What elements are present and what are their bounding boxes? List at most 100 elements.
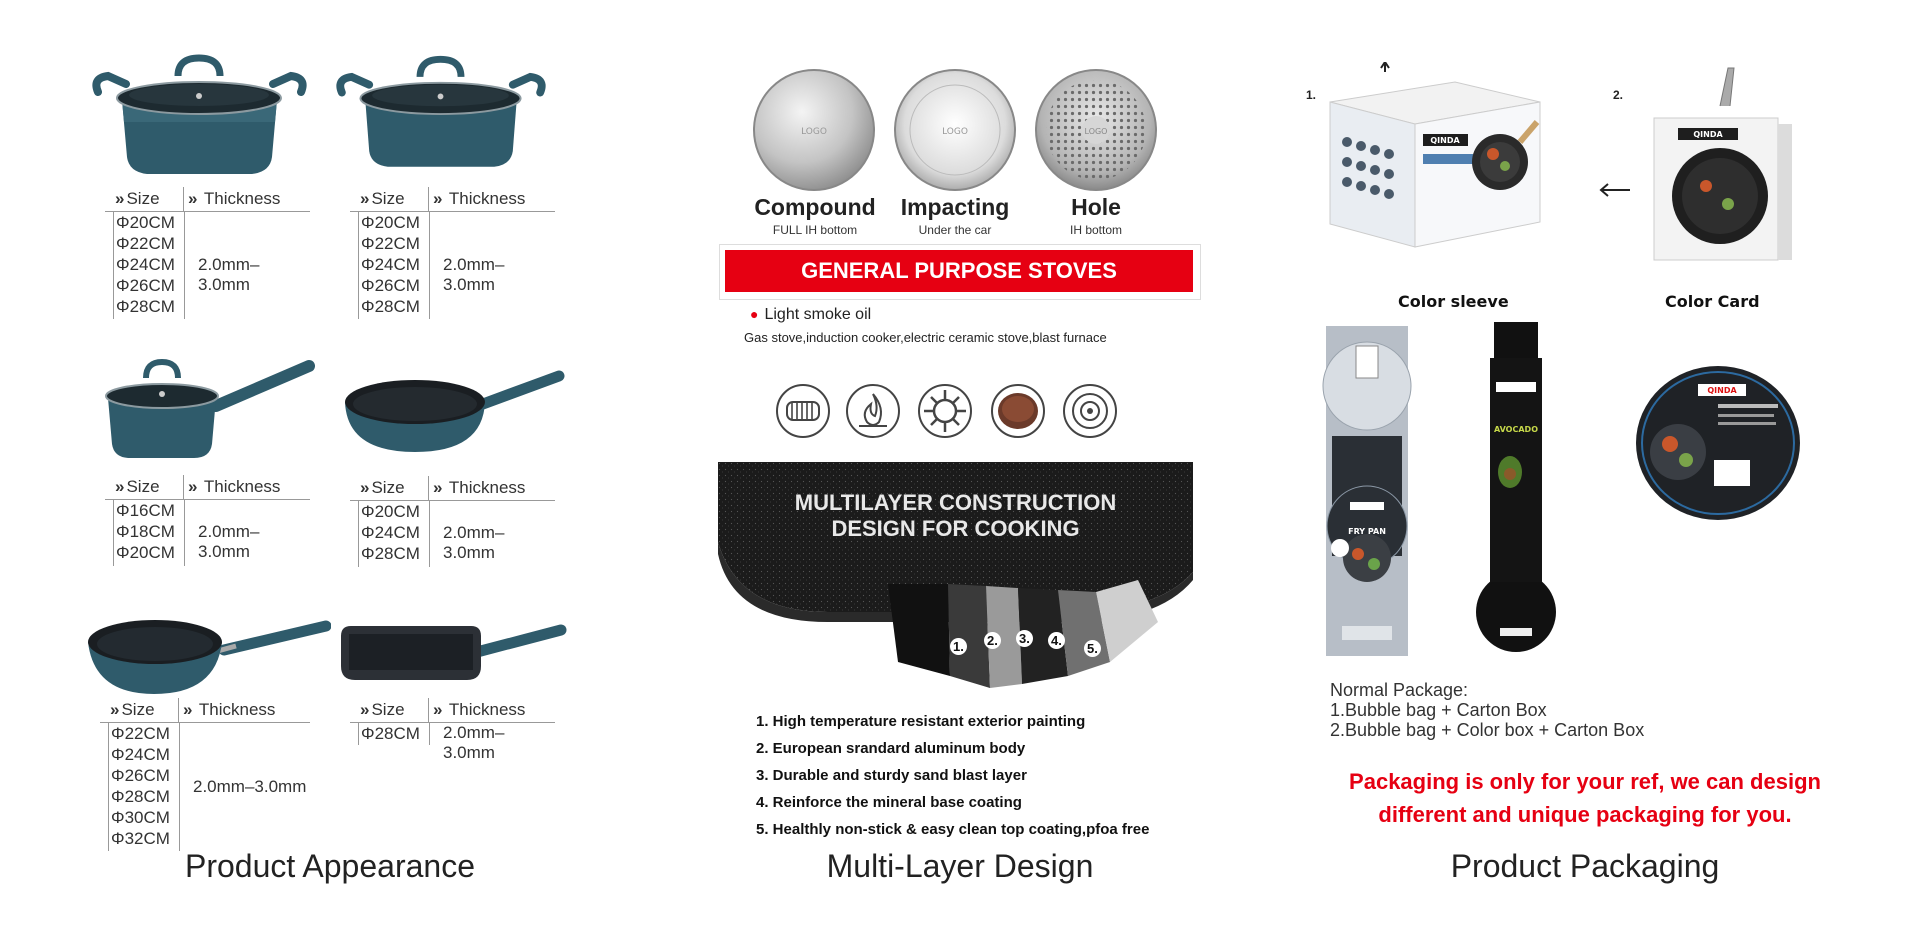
construction-title: MULTILAYER CONSTRUCTION <box>794 490 1117 515</box>
disc-subtitle: Under the car <box>918 223 992 237</box>
disc-title: Impacting <box>900 194 1010 220</box>
stove-icons-row <box>776 384 1117 438</box>
color-card-round-image: QINDA <box>1636 366 1800 520</box>
brand-logo: QINDA <box>1430 136 1460 145</box>
size-value: Φ26CM <box>361 276 420 295</box>
feature-item: 4. Reinforce the mineral base coating <box>756 794 1022 811</box>
thickness-value: 2.0mm–3.0mm <box>198 255 260 294</box>
size-value: Φ24CM <box>111 745 170 764</box>
size-value: Φ24CM <box>361 255 420 274</box>
normal-package-option: 2.Bubble bag + Color box + Carton Box <box>1330 720 1645 740</box>
feature-item: 2. European srandard aluminum body <box>756 740 1026 757</box>
arrow-left-icon <box>1599 183 1630 197</box>
stoves-line: Gas stove,induction cooker,electric cera… <box>744 330 1107 345</box>
bullet-dot-icon: ● <box>750 306 759 322</box>
disc-label: Impacting Under the car <box>885 194 1025 237</box>
bullet-text: Light smoke oil <box>764 306 872 323</box>
size-value: Φ22CM <box>116 234 175 253</box>
brand-logo: QINDA <box>1693 130 1723 139</box>
thickness-header: Thickness <box>448 478 526 497</box>
color-sleeve-label: Color sleeve <box>1398 292 1509 311</box>
layer-number: 3. <box>1016 630 1033 647</box>
grill-pan-image <box>341 624 567 680</box>
size-value: Φ24CM <box>116 255 175 274</box>
size-value: Φ18CM <box>116 522 175 541</box>
size-header: Size <box>371 700 405 719</box>
color-sleeve-box-image: QINDA <box>1329 62 1541 248</box>
spec-table: »Size » Thickness Φ22CM Φ24CM Φ26CM Φ28C… <box>100 698 310 851</box>
disc-logo: LOGO <box>801 127 827 137</box>
thickness-value: 2.0mm–3.0mm <box>193 777 307 796</box>
size-value: Φ22CM <box>111 724 170 743</box>
thickness-value: 2.0mm–3.0mm <box>443 255 505 294</box>
spec-table: »Size » Thickness Φ20CM Φ24CM Φ28CM 2.0m… <box>350 476 555 567</box>
size-value: Φ28CM <box>361 544 420 563</box>
size-value: Φ20CM <box>116 543 175 562</box>
general-purpose-banner: GENERAL PURPOSE STOVES <box>725 250 1193 292</box>
avocado-sleeve-image: AVOCADO <box>1476 322 1556 652</box>
section-caption: Product Appearance <box>185 848 475 884</box>
saucepan-image <box>105 358 315 458</box>
disc-label: Compound FULL IH bottom <box>745 194 885 237</box>
disc-title: Hole <box>1071 194 1121 220</box>
thickness-header: Thickness <box>448 189 526 208</box>
thickness-value: 2.0mm–3.0mm <box>443 723 505 762</box>
feature-item: 1. High temperature resistant exterior p… <box>756 713 1086 730</box>
gas-burner-icon <box>918 384 972 438</box>
packaging-note-line: different and unique packaging for you. <box>1378 802 1792 827</box>
size-value: Φ32CM <box>111 829 170 848</box>
size-value: Φ26CM <box>111 766 170 785</box>
normal-package-info: Normal Package: 1.Bubble bag + Carton Bo… <box>1330 680 1644 740</box>
section-caption: Product Packaging <box>1450 848 1720 884</box>
size-value: Φ22CM <box>361 234 420 253</box>
color-card-image: QINDA <box>1653 67 1792 261</box>
size-value: Φ28CM <box>111 787 170 806</box>
option-number: 1. <box>1306 88 1317 102</box>
bullet-line: ● Light smoke oil <box>750 306 871 324</box>
banner-frame <box>719 244 1201 300</box>
section-caption: Multi-Layer Design <box>826 848 1094 884</box>
thickness-value: 2.0mm–3.0mm <box>198 522 260 561</box>
size-value: Φ28CM <box>361 724 420 743</box>
normal-package-title: Normal Package: <box>1330 680 1469 700</box>
thickness-value: 2.0mm–3.0mm <box>443 523 505 562</box>
size-value: Φ20CM <box>361 213 420 232</box>
saute-pan-image <box>345 370 565 452</box>
disc-subtitle: FULL IH bottom <box>772 223 858 237</box>
feature-item: 3. Durable and sturdy sand blast layer <box>756 767 1027 784</box>
spec-table: »Size » Thickness Φ16CM Φ18CM Φ20CM 2.0m… <box>105 475 310 566</box>
spec-table: »Size » Thickness Φ20CM Φ22CM Φ24CM Φ26C… <box>350 187 555 319</box>
sleeve-title: AVOCADO <box>1494 425 1538 434</box>
feature-list: 1. High temperature resistant exterior p… <box>756 708 1149 843</box>
layer-number: 5. <box>1084 640 1101 657</box>
size-value: Φ26CM <box>116 276 175 295</box>
disc-logo: LOGO <box>942 127 968 137</box>
hole-disc-image: LOGO <box>1035 69 1157 191</box>
size-header: Size <box>371 478 405 497</box>
gas-flame-icon <box>846 384 900 438</box>
size-value: Φ28CM <box>116 297 175 316</box>
induction-coil-icon <box>776 384 830 438</box>
size-value: Φ28CM <box>361 297 420 316</box>
size-value: Φ30CM <box>111 808 170 827</box>
size-header: Size <box>371 189 405 208</box>
thickness-header: Thickness <box>198 700 276 719</box>
layer-number: 2. <box>984 632 1001 649</box>
size-value: Φ20CM <box>361 502 420 521</box>
layer-number: 4. <box>1048 632 1065 649</box>
casserole-pot-image <box>336 55 546 167</box>
option-number: 2. <box>1613 88 1624 102</box>
size-header: Size <box>126 189 160 208</box>
thickness-header: Thickness <box>448 700 526 719</box>
normal-package-option: 1.Bubble bag + Carton Box <box>1330 700 1547 720</box>
construction-subtitle: DESIGN FOR COOKING <box>831 516 1080 541</box>
spec-table: »Size » Thickness Φ28CM 2.0mm–3.0mm <box>350 698 555 762</box>
fry-pan-sleeve-image: FRY PAN <box>1322 326 1412 656</box>
size-value: Φ24CM <box>361 523 420 542</box>
size-value: Φ16CM <box>116 501 175 520</box>
casserole-pot-image <box>92 54 307 174</box>
size-value: Φ20CM <box>116 213 175 232</box>
impacting-disc-image: LOGO <box>894 69 1016 191</box>
thickness-header: Thickness <box>203 477 281 496</box>
ceramic-stove-icon <box>991 384 1045 438</box>
